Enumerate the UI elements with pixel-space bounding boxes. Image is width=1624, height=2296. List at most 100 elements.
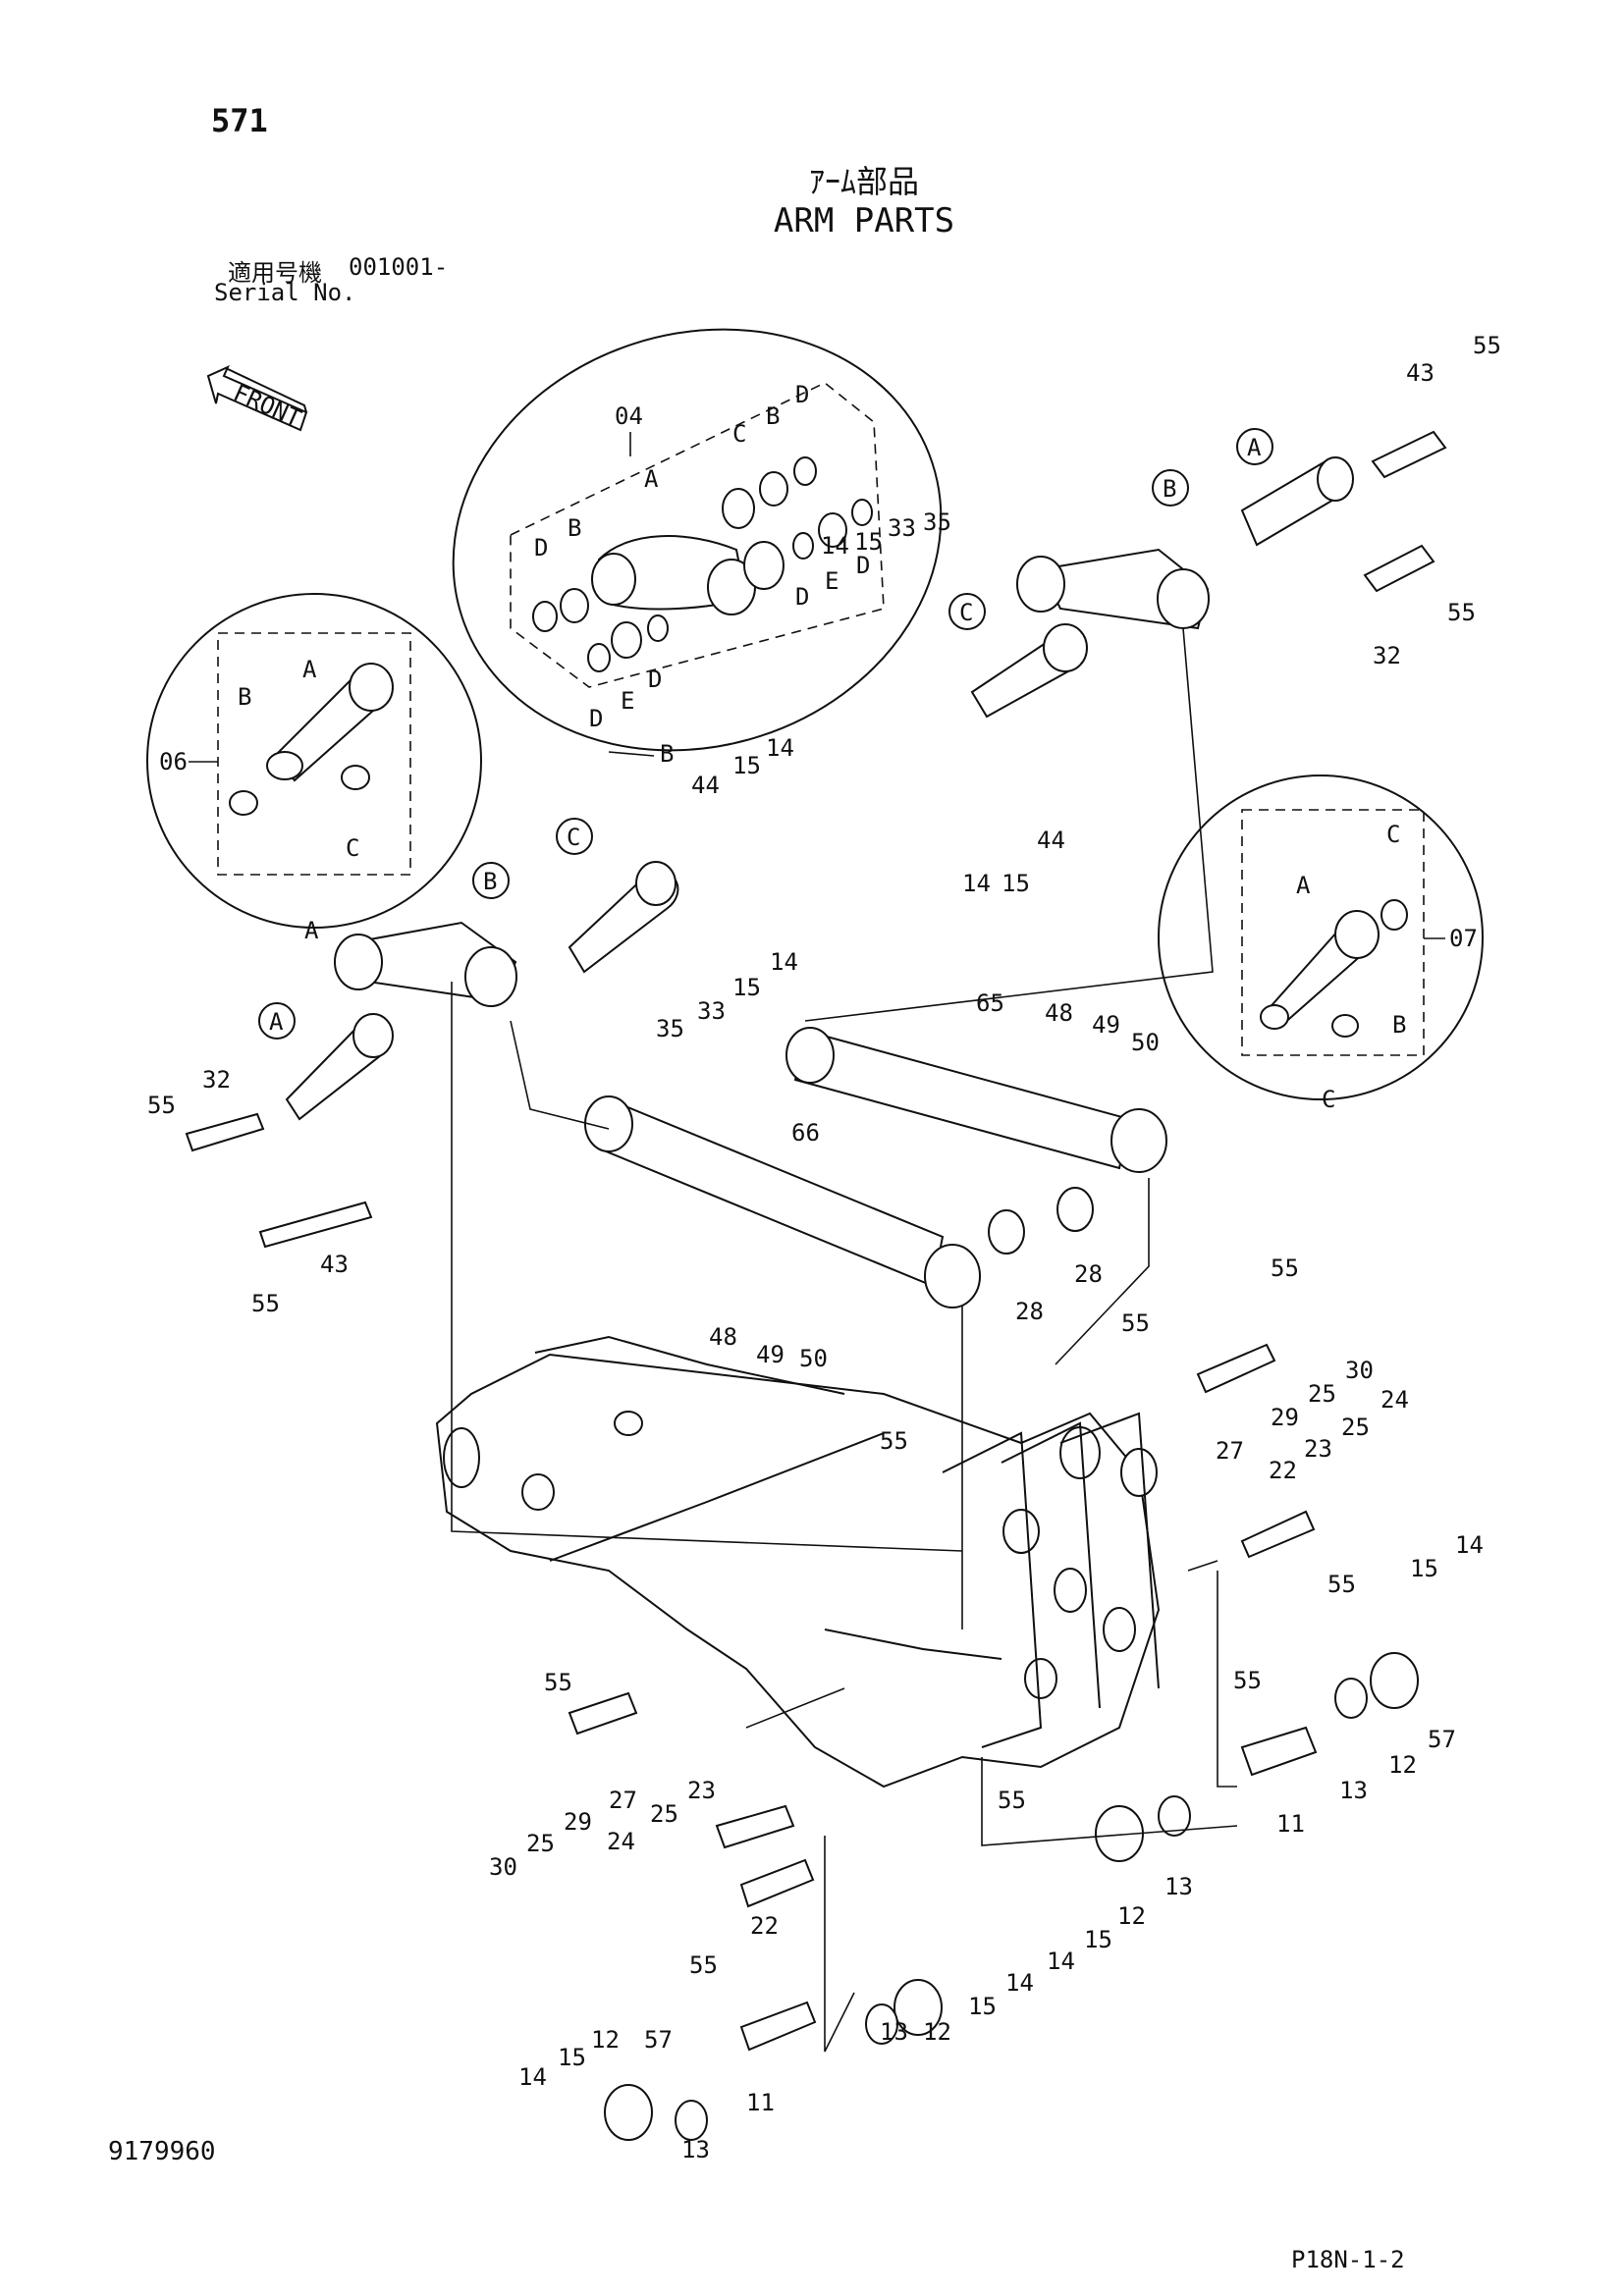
part-label-55-r4: 55: [1233, 1667, 1262, 1694]
detail-c-part-c: C: [1386, 821, 1400, 848]
detail-a-letter: A: [304, 917, 319, 944]
part-label-25-right: 25: [1308, 1380, 1336, 1408]
callout-a-label-2: A: [269, 1008, 284, 1036]
detail-b-part-d1: D: [795, 381, 809, 408]
part-label-32-right: 32: [1373, 642, 1401, 669]
detail-a-part-b: B: [238, 683, 251, 711]
part-label-24-right: 24: [1380, 1386, 1409, 1414]
callout-c-top: C: [948, 593, 986, 630]
part-label-55-left: 55: [147, 1092, 176, 1119]
detail-b-part-e1: E: [621, 687, 634, 715]
detail-c-part-a: A: [1296, 872, 1311, 899]
part-label-33-top: 33: [888, 514, 916, 542]
part-label-49-bottom: 49: [756, 1341, 785, 1368]
detail-b-part-e2: E: [825, 567, 839, 595]
callout-b-label: B: [1163, 475, 1176, 503]
serial-label-japanese: 適用号機: [228, 259, 322, 287]
part-label-25-left-2: 25: [650, 1800, 678, 1828]
front-arrow: FRONT: [206, 365, 308, 433]
part-label-30-left: 30: [489, 1853, 517, 1881]
part-label-22-left: 22: [750, 1912, 779, 1940]
part-label-25-left: 25: [526, 1830, 555, 1857]
part-label-29-right: 29: [1271, 1404, 1299, 1431]
part-label-25-right-2: 25: [1341, 1414, 1370, 1441]
part-label-14-c: 14: [770, 948, 798, 976]
arm-body: [435, 1335, 1161, 1789]
callout-a-top: A: [1236, 428, 1273, 465]
detail-b-letter: B: [660, 740, 674, 768]
part-label-15-right: 15: [1410, 1555, 1438, 1582]
part-label-44-b: 44: [1037, 827, 1065, 854]
part-label-35-top: 35: [923, 508, 951, 536]
part-label-15-mid: 15: [1084, 1926, 1112, 1953]
callout-a-mid: A: [258, 1002, 296, 1040]
part-label-14-mid: 14: [1047, 1948, 1075, 1975]
callout-c-label-2: C: [567, 824, 580, 851]
callout-b-top: B: [1152, 469, 1189, 507]
detail-b-part-d2: D: [534, 534, 548, 561]
part-label-12-mid: 12: [1117, 1902, 1146, 1930]
part-label-15-b: 15: [1001, 870, 1030, 897]
detail-view-a: 06 A A B C: [146, 593, 482, 944]
detail-c-part-b: B: [1392, 1011, 1406, 1039]
callout-a-label: A: [1247, 434, 1262, 461]
part-label-24-left: 24: [607, 1828, 635, 1855]
detail-b-part-d6: D: [856, 552, 870, 579]
part-label-13-right: 13: [1339, 1777, 1368, 1804]
part-label-23-right: 23: [1304, 1435, 1332, 1463]
part-label-55-r3: 55: [1327, 1571, 1356, 1598]
part-label-28-a: 28: [1074, 1260, 1103, 1288]
part-label-11-right: 11: [1276, 1810, 1305, 1838]
part-label-55-top: 55: [1473, 332, 1501, 359]
detail-b-ref: 04: [615, 402, 643, 430]
part-label-14-left: 14: [518, 2063, 547, 2091]
detail-b-part-b: B: [568, 514, 581, 542]
page-number: 571: [211, 102, 268, 139]
part-label-12-left: 12: [591, 2026, 620, 2054]
part-label-57-left: 57: [644, 2026, 673, 2054]
detail-a-part-c: C: [346, 834, 359, 862]
leader-lines: [451, 627, 1238, 2053]
part-label-55-lc: 55: [998, 1787, 1026, 1814]
part-label-13-mid-2: 13: [880, 2018, 908, 2046]
part-label-15-mid-2: 15: [968, 1993, 997, 2020]
detail-b-part-d3: D: [589, 705, 603, 732]
part-label-15-left: 15: [558, 2044, 586, 2071]
part-label-14-top: 14: [821, 532, 849, 560]
part-label-50-top: 50: [1131, 1029, 1160, 1056]
part-label-13-mid: 13: [1164, 1873, 1193, 1900]
part-label-35-c: 35: [656, 1015, 684, 1042]
part-label-65: 65: [976, 989, 1004, 1017]
part-label-22-right: 22: [1269, 1457, 1297, 1484]
serial-label-english: Serial No.: [214, 279, 356, 306]
part-label-50-bottom: 50: [799, 1345, 828, 1372]
detail-b-part-b2: B: [766, 402, 780, 430]
part-label-29-left: 29: [564, 1808, 592, 1836]
part-label-55-r1: 55: [1271, 1255, 1299, 1282]
detail-c-ref: 07: [1449, 925, 1478, 952]
part-label-14-mid-2: 14: [1005, 1969, 1034, 1997]
part-label-55-center: 55: [880, 1427, 908, 1455]
detail-view-b: 04 B A B C B D D E D D D E D: [452, 328, 943, 768]
title-japanese: ｱｰﾑ部品: [808, 163, 919, 200]
part-label-55-left-3: 55: [544, 1669, 572, 1696]
callout-b-mid: B: [472, 862, 510, 899]
part-label-57-right: 57: [1428, 1726, 1456, 1753]
part-label-28-b: 28: [1015, 1298, 1044, 1325]
part-label-55-left-2: 55: [251, 1290, 280, 1317]
part-label-43-top: 43: [1406, 359, 1435, 387]
pins: [568, 1343, 1419, 2141]
document-number: 9179960: [108, 2137, 216, 2166]
part-label-15-top: 15: [854, 528, 883, 556]
part-labels: 43 55 55 32 35 33 15 14 14 15 44 14 15 4…: [147, 332, 1501, 2163]
part-label-15-c: 15: [732, 974, 761, 1001]
part-label-48-bottom: 48: [709, 1323, 737, 1351]
part-label-14-right: 14: [1455, 1531, 1484, 1559]
callout-b-label-2: B: [483, 868, 497, 895]
part-label-55-r2: 55: [1121, 1309, 1150, 1337]
detail-b-part-c: C: [732, 420, 746, 448]
detail-view-c: 07 C A C B: [1158, 774, 1484, 1113]
serial-number-value: 001001-: [349, 253, 449, 281]
part-label-55-left-4: 55: [689, 1951, 718, 1979]
